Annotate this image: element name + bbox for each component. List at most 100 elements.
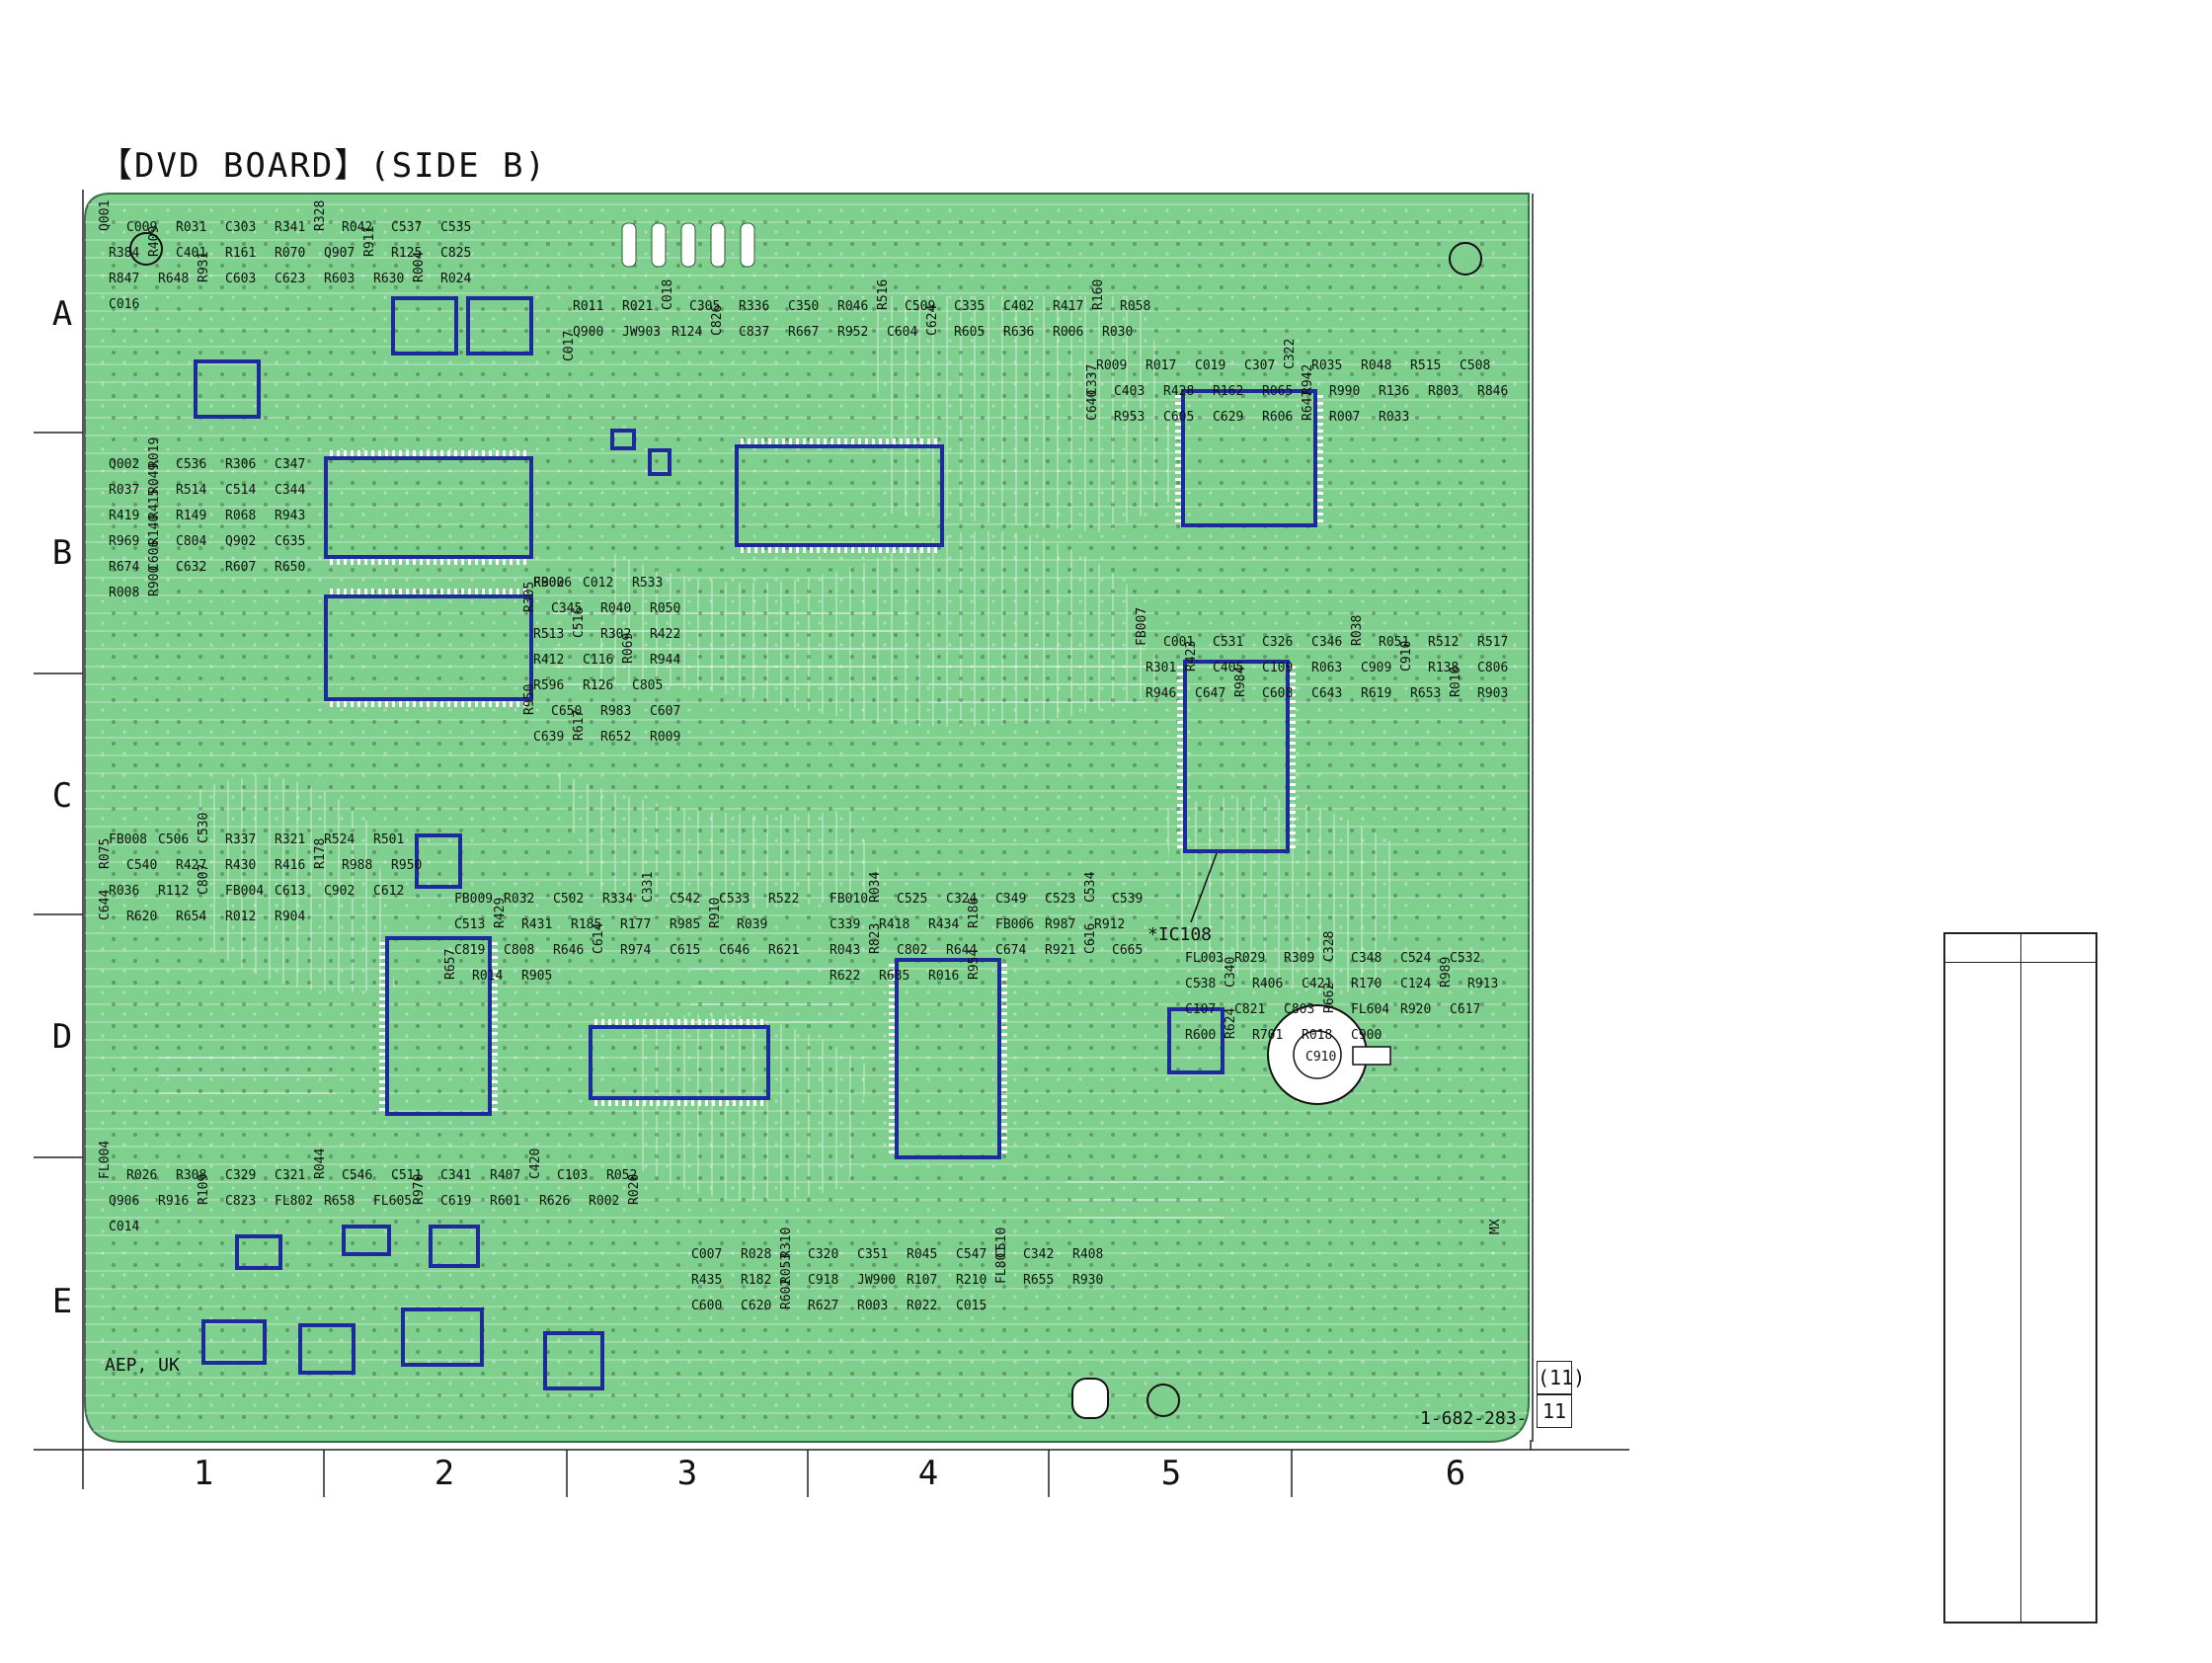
ic-pin: [492, 1087, 498, 1090]
component-designator: R653: [1410, 686, 1441, 701]
component-designator: C019: [1195, 358, 1225, 373]
ic-pin: [1001, 1026, 1007, 1029]
ic-pin: [379, 997, 385, 1000]
ic-pin: [1290, 721, 1296, 724]
ic-pin: [830, 547, 833, 553]
component-designator: C007: [691, 1247, 722, 1262]
component-designator: R501: [373, 832, 404, 847]
component-designator: R605: [954, 325, 985, 340]
ic-pin: [913, 438, 916, 444]
component-designator: C337: [1085, 364, 1100, 395]
ic-outline: [610, 429, 636, 450]
component-designator: R903: [1477, 686, 1508, 701]
ic-pin: [330, 559, 333, 565]
ic-pin: [719, 1100, 722, 1106]
component-designator: R310: [779, 1227, 794, 1258]
ic-pin: [1290, 735, 1296, 738]
ic-pin: [782, 438, 785, 444]
ic-pin: [1317, 430, 1323, 433]
ic-pin: [934, 438, 937, 444]
ic-pin: [889, 964, 895, 967]
ic-pin: [406, 701, 409, 707]
ic-pin: [492, 1011, 498, 1014]
ic-pin: [482, 701, 485, 707]
ic-pin: [760, 1100, 763, 1106]
ic-pin: [351, 701, 354, 707]
component-designator: R009: [650, 730, 680, 745]
ic-pin: [889, 1102, 895, 1105]
ic-pin: [740, 1100, 743, 1106]
component-designator: R685: [879, 969, 909, 984]
component-designator: R427: [176, 858, 206, 873]
component-designator: R950: [391, 858, 422, 873]
ic-pin: [889, 1033, 895, 1036]
component-designator: C650: [551, 704, 582, 719]
ic-pin: [889, 1012, 895, 1015]
ic-pin: [1290, 755, 1296, 758]
ic-pin: [364, 450, 367, 456]
component-designator: R905: [521, 969, 552, 984]
component-designator: R185: [571, 917, 601, 932]
component-designator: R674: [109, 560, 139, 575]
component-designator: R974: [620, 943, 651, 958]
ic108-callout-label: *IC108: [1147, 924, 1212, 945]
ic-pin: [1177, 762, 1183, 765]
ic-pin: [496, 589, 499, 594]
ic-pin: [510, 701, 513, 707]
ic-pin: [427, 559, 430, 565]
component-designator: C532: [1450, 951, 1480, 966]
ic-pin: [427, 450, 430, 456]
component-designator: C124: [1400, 977, 1431, 991]
ic-pin: [824, 438, 827, 444]
ic-pin: [753, 1019, 756, 1025]
ic-pin: [492, 1046, 498, 1049]
ic-pin: [1290, 845, 1296, 848]
ic-pin: [889, 1081, 895, 1084]
ic-pin: [803, 547, 806, 553]
ic-pin: [492, 1073, 498, 1076]
ic-pin: [705, 1100, 708, 1106]
ic-pin: [796, 438, 799, 444]
component-designator: C806: [1477, 661, 1508, 675]
component-designator: C305: [689, 299, 720, 314]
ic-pin: [889, 1026, 895, 1029]
row-label-c: C: [51, 776, 73, 816]
ic-pin: [406, 450, 409, 456]
battery-c910: C910: [1267, 1004, 1391, 1105]
ic-pin: [671, 1019, 673, 1025]
ic-pin: [1317, 436, 1323, 439]
component-designator: R177: [620, 917, 651, 932]
ic-pin: [1290, 797, 1296, 800]
ic-pin: [753, 1100, 756, 1106]
ic-pin: [344, 701, 347, 707]
ic-pin: [351, 589, 354, 594]
component-designator: R408: [1072, 1247, 1103, 1262]
component-designator: R985: [670, 917, 700, 932]
ic-pin: [1290, 686, 1296, 689]
ic-pin: [461, 589, 464, 594]
ic-pin: [1001, 1033, 1007, 1036]
component-designator: C616: [1083, 923, 1098, 954]
component-designator: R109: [197, 1174, 211, 1205]
component-designator: R112: [158, 884, 189, 899]
component-designator: C819: [454, 943, 485, 958]
ic-pin: [392, 589, 395, 594]
ic-pin: [454, 701, 457, 707]
ic-pin: [1290, 790, 1296, 793]
component-designator: C635: [275, 534, 305, 549]
ic-pin: [337, 589, 340, 594]
ic-pin: [886, 547, 889, 553]
ic-pin: [516, 450, 519, 456]
component-designator: R014: [472, 969, 503, 984]
component-designator: C612: [373, 884, 404, 899]
ic-pin: [492, 1025, 498, 1028]
component-designator: R021: [622, 299, 653, 314]
ic-pin: [1177, 811, 1183, 814]
ic-pin: [927, 438, 930, 444]
component-designator: C345: [551, 601, 582, 616]
component-designator: R418: [879, 917, 909, 932]
col-label-3: 3: [676, 1454, 698, 1493]
component-designator: R930: [1072, 1273, 1103, 1288]
component-designator: C116: [583, 653, 613, 668]
ic-pin: [691, 1019, 694, 1025]
